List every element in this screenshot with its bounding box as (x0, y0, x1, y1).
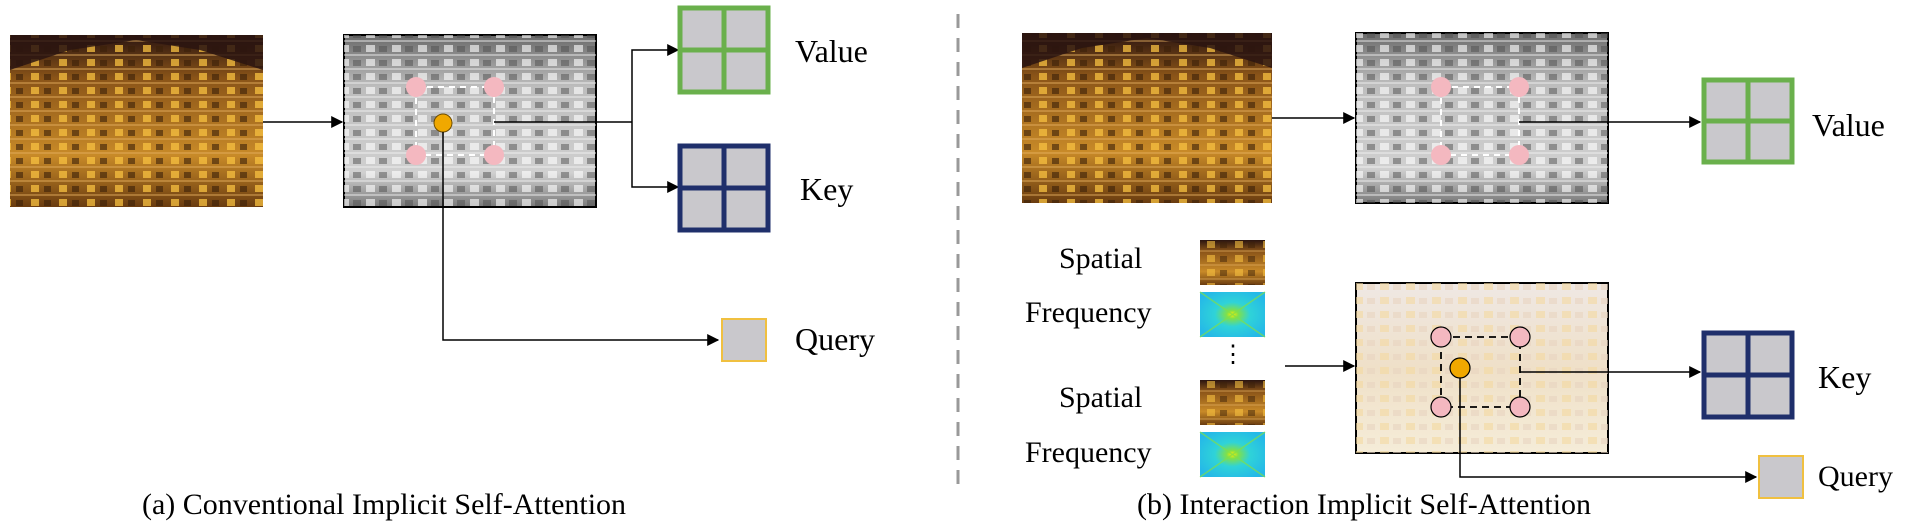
reference-point (1509, 326, 1531, 348)
frequency-thumb-2 (1199, 431, 1266, 478)
input-image-b (1022, 33, 1272, 203)
query-point (1449, 357, 1471, 379)
value-grid-a (677, 5, 771, 95)
frequency-thumb-1 (1199, 291, 1266, 338)
spatial-thumb-2 (1200, 380, 1265, 425)
panel-a: Value Key Query (a) Conventional Implici… (10, 5, 875, 521)
value-label-a: Value (795, 33, 868, 69)
query-cell-a (721, 318, 767, 362)
reference-point (484, 145, 504, 165)
arrow-to-query-a (442, 132, 720, 346)
feature-map-a (343, 34, 597, 208)
reference-point (1431, 77, 1451, 97)
reference-point (1430, 396, 1452, 418)
reference-point (484, 77, 504, 97)
ellipsis: ⋮ (1221, 342, 1245, 368)
neighborhood-window-a (415, 86, 495, 156)
panel-b: Value Spatial Frequency ⋮ Spatial Freque… (1022, 32, 1893, 521)
reference-point (406, 145, 426, 165)
reference-point (406, 77, 426, 97)
value-grid-b (1701, 77, 1795, 165)
reference-point (1430, 326, 1452, 348)
input-image-a (10, 35, 263, 207)
reference-point (1431, 145, 1451, 165)
reference-point (1509, 396, 1531, 418)
spatial-label-2: Spatial (1059, 381, 1142, 414)
key-label-b: Key (1818, 359, 1871, 395)
spatial-thumb-1 (1200, 240, 1265, 285)
arrow-to-value-a (631, 44, 680, 122)
query-label-a: Query (795, 321, 875, 357)
reference-point (1509, 145, 1529, 165)
caption-a: (a) Conventional Implicit Self-Attention (142, 488, 626, 521)
key-label-a: Key (800, 171, 853, 207)
fused-feature-map-b (1355, 282, 1609, 454)
frequency-label-2: Frequency (1025, 436, 1152, 469)
spatial-label-1: Spatial (1059, 242, 1142, 275)
caption-b: (b) Interaction Implicit Self-Attention (1137, 488, 1591, 521)
feature-map-b (1355, 32, 1609, 204)
query-point (433, 113, 453, 133)
reference-point (1509, 77, 1529, 97)
query-cell-b (1758, 455, 1804, 499)
value-label-b: Value (1812, 107, 1885, 143)
arrow-to-key-a (631, 122, 680, 193)
key-grid-a (677, 143, 771, 233)
key-grid-b (1701, 330, 1795, 420)
query-label-b: Query (1818, 460, 1893, 493)
arrow-to-query-b (1459, 378, 1758, 483)
neighborhood-window-b (1440, 86, 1520, 156)
frequency-label-1: Frequency (1025, 296, 1152, 329)
